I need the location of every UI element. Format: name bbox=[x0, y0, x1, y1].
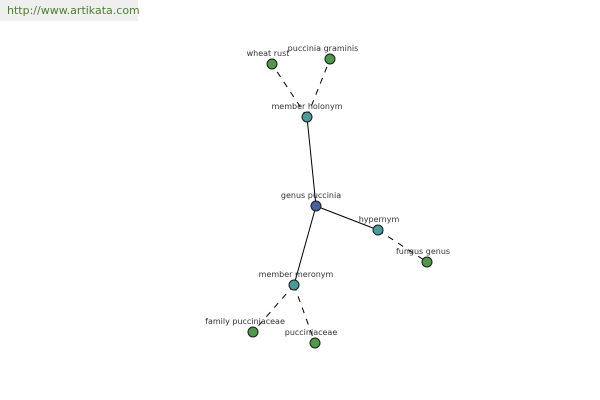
node-label-member-meronym: member meronym bbox=[259, 270, 334, 279]
node-label-member-holonym: member holonym bbox=[271, 102, 342, 111]
graph-nodes bbox=[247, 53, 433, 349]
edge-hypernym-to-fungus-genus bbox=[377, 229, 428, 263]
node-genus-puccinia[interactable] bbox=[310, 200, 322, 212]
node-label-genus-puccinia: genus puccinia bbox=[281, 191, 341, 200]
node-label-puccinia-graminis: puccinia graminis bbox=[288, 44, 359, 53]
node-label-pucciniaceae: pucciniaceae bbox=[285, 328, 338, 337]
node-pucciniaceae[interactable] bbox=[309, 337, 321, 349]
edge-genus-puccinia-to-hypernym bbox=[315, 205, 379, 231]
node-member-meronym[interactable] bbox=[288, 279, 300, 291]
site-url-watermark: http://www.artikata.com bbox=[0, 0, 140, 21]
node-label-hypernym: hypernym bbox=[359, 215, 400, 224]
node-member-holonym[interactable] bbox=[301, 111, 313, 123]
node-fungus-genus[interactable] bbox=[421, 256, 433, 268]
edge-genus-puccinia-to-member-holonym bbox=[306, 116, 317, 207]
edge-member-meronym-to-pucciniaceae bbox=[293, 284, 316, 344]
node-hypernym[interactable] bbox=[372, 224, 384, 236]
node-label-family-pucciniaceae: family pucciniaceae bbox=[205, 317, 285, 326]
node-label-wheat-rust: wheat rust bbox=[247, 49, 290, 58]
node-puccinia-graminis[interactable] bbox=[324, 53, 336, 65]
node-family-pucciniaceae[interactable] bbox=[247, 326, 259, 338]
edge-member-holonym-to-puccinia-graminis bbox=[306, 58, 331, 118]
edge-genus-puccinia-to-member-meronym bbox=[293, 205, 317, 286]
edge-member-meronym-to-family-pucciniaceae bbox=[252, 284, 295, 333]
node-label-fungus-genus: fungus genus bbox=[396, 247, 450, 256]
graph-edges bbox=[252, 58, 428, 344]
graph-labels: genus puccinia member holonym hypernym memb… bbox=[205, 44, 450, 337]
node-wheat-rust[interactable] bbox=[266, 58, 278, 70]
edge-member-holonym-to-wheat-rust bbox=[271, 63, 308, 118]
